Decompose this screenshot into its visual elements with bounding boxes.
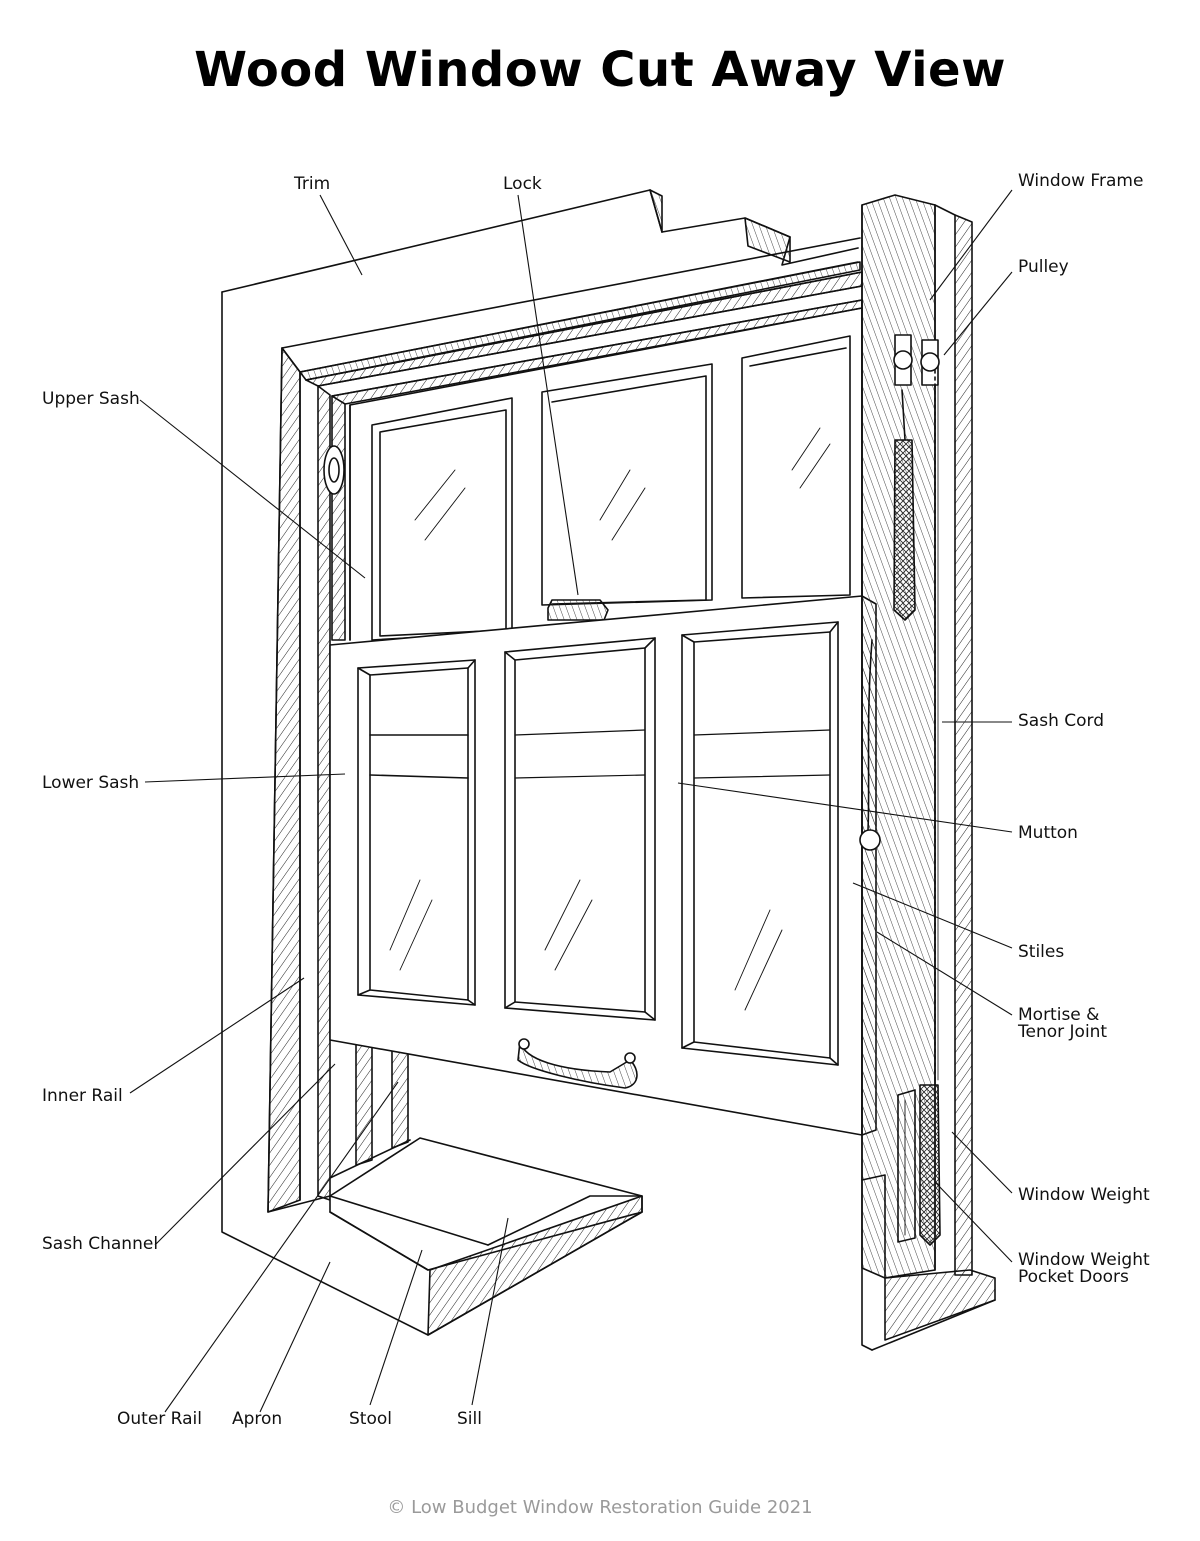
leader-pulley [943,271,1013,356]
label-trim: Trim [294,174,331,194]
leader-upper-sash [139,399,366,579]
lower-sash [329,595,877,1136]
leader-apron [259,1261,331,1413]
label-apron: Apron [232,1409,283,1429]
label-mortise-tenor: Mortise & Tenor Joint [1018,1007,1107,1041]
leader-mortise [876,931,1013,1016]
label-inner-rail: Inner Rail [42,1086,123,1106]
label-lock: Lock [503,174,542,194]
leader-sash-channel [154,1063,336,1246]
label-sash-cord: Sash Cord [1018,711,1104,731]
leader-stool [369,1249,423,1406]
label-lower-sash: Lower Sash [42,773,140,793]
label-sill: Sill [457,1409,482,1429]
leader-window-frame [929,189,1013,301]
leader-pocket-doors [934,1181,1013,1263]
label-stiles: Stiles [1018,942,1065,962]
right-frame-cutaway [859,194,996,1351]
label-window-frame: Window Frame [1018,171,1144,191]
label-weight-pocket-doors: Window Weight Pocket Doors [1018,1252,1150,1286]
leader-stiles [852,882,1013,949]
leader-inner-rail [129,977,305,1094]
label-window-weight: Window Weight [1018,1185,1150,1205]
label-pocket-line2: Pocket Doors [1018,1267,1129,1287]
label-mutton: Mutton [1018,823,1078,843]
stool-and-sill [329,1137,643,1336]
label-mortise-line2: Tenor Joint [1018,1022,1108,1042]
label-mortise-line1: Mortise & [1018,1005,1100,1025]
leader-lock [517,194,579,596]
copyright-footer: © Low Budget Window Restoration Guide 20… [387,1497,813,1518]
leader-mutton [677,782,1013,833]
label-pocket-line1: Window Weight [1018,1250,1150,1270]
leader-lower-sash [144,773,346,783]
sash-lock-drawing [547,599,609,621]
leader-lines [129,189,1013,1413]
leader-window-weight [951,1131,1013,1194]
label-outer-rail: Outer Rail [117,1409,202,1429]
label-pulley: Pulley [1018,257,1069,277]
label-sash-channel: Sash Channel [42,1234,159,1254]
head-jamb [305,271,863,405]
leader-trim [319,194,363,276]
label-stool: Stool [349,1409,392,1429]
page-title: Wood Window Cut Away View [194,42,1006,98]
leader-outer-rail [164,1081,399,1413]
leader-sill [471,1217,509,1406]
label-upper-sash: Upper Sash [42,389,140,409]
